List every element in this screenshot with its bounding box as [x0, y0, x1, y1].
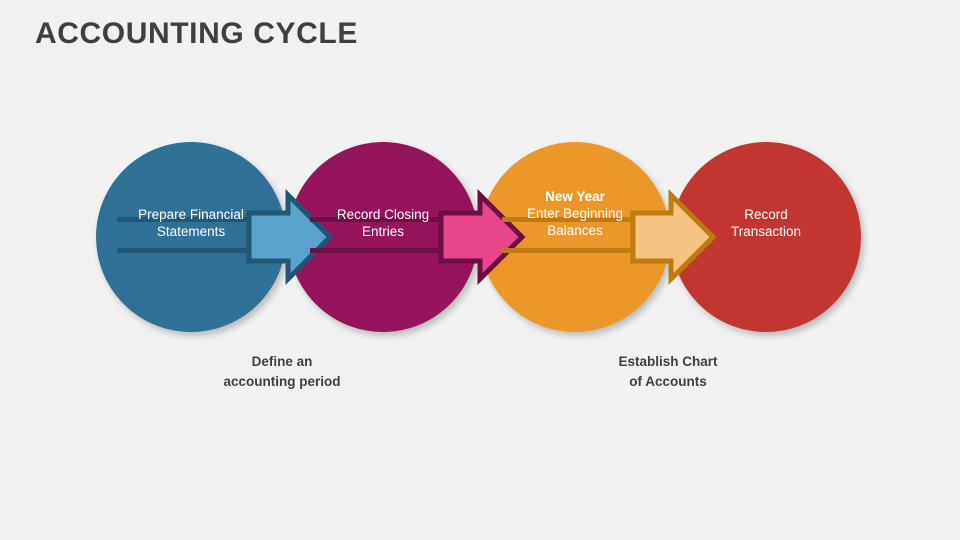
- caption-establish-chart-of-accounts: Establish Chart of Accounts: [558, 352, 778, 392]
- tail-bar-blue: [117, 248, 269, 253]
- arrow-peach: [630, 188, 717, 286]
- caption-line-2: of Accounts: [629, 374, 707, 389]
- tail-bar-peach: [502, 248, 654, 253]
- caption-line-1: Define an: [251, 354, 313, 369]
- accounting-cycle-diagram: Prepare Financial Statements Record Clos…: [0, 120, 960, 420]
- tail-bar-pink: [310, 248, 462, 253]
- arrow-pink: [438, 188, 526, 286]
- caption-line-1: Establish Chart: [618, 354, 718, 369]
- arrow-blue: [246, 188, 334, 286]
- caption-line-2: accounting period: [223, 374, 341, 389]
- tail-stub-pink: [310, 217, 462, 222]
- caption-define-an-accounting-period: Define an accounting period: [172, 352, 392, 392]
- tail-stub-blue: [117, 217, 269, 222]
- page-title: ACCOUNTING CYCLE: [35, 17, 358, 50]
- arrow-connectors-layer: [117, 188, 717, 286]
- tail-stub-peach: [502, 217, 654, 222]
